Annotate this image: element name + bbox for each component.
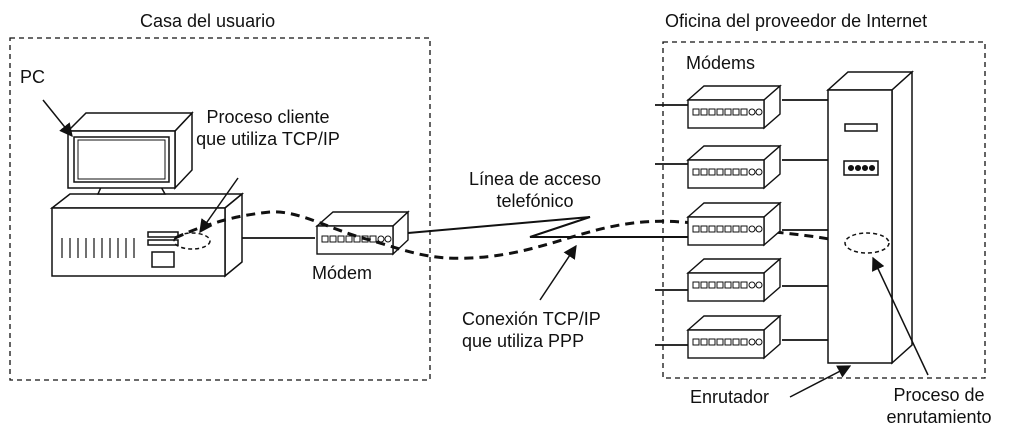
tcpip-connection-path xyxy=(174,210,856,260)
home-modem-label: Módem xyxy=(312,263,373,283)
pc-icon xyxy=(49,111,245,278)
routing-process-label-line1: Proceso de xyxy=(893,385,985,405)
phone-access-line xyxy=(407,216,700,238)
client-process-arrow xyxy=(199,177,239,234)
router-icon xyxy=(826,70,914,365)
routing-process-ellipse xyxy=(844,232,890,254)
connection-label-line2: que utiliza PPP xyxy=(462,331,585,351)
connection-label: Conexión TCP/IP que utiliza PPP xyxy=(462,308,601,352)
home-boundary xyxy=(9,37,431,381)
isp-modem-icon xyxy=(686,201,782,247)
routing-process-arrow xyxy=(872,256,929,376)
phone-line-label: Línea de acceso telefónico xyxy=(455,168,615,212)
isp-modems-label: Módems xyxy=(686,53,756,73)
isp-title: Oficina del proveedor de Internet xyxy=(665,11,928,31)
routing-process-label: Proceso de enrutamiento xyxy=(880,384,998,428)
connection-arrow xyxy=(539,244,577,301)
isp-lines xyxy=(655,99,828,346)
routing-process-label-line2: enrutamiento xyxy=(886,407,992,427)
router-label: Enrutador xyxy=(690,387,770,407)
client-process-label: Proceso cliente que utiliza TCP/IP xyxy=(196,106,340,150)
home-title: Casa del usuario xyxy=(140,11,276,31)
isp-modem-icon xyxy=(686,314,782,360)
isp-modem-icon xyxy=(686,144,782,190)
client-process-label-line2: que utiliza TCP/IP xyxy=(196,129,340,149)
phone-line-label-line1: Línea de acceso xyxy=(468,169,602,189)
client-process-ellipse xyxy=(173,232,211,250)
home-modem-icon xyxy=(315,210,410,256)
pc-label: PC xyxy=(20,67,46,87)
router-arrow xyxy=(789,365,852,398)
isp-modem-icon xyxy=(686,257,782,303)
isp-modem-icon xyxy=(686,84,782,130)
connection-label-line1: Conexión TCP/IP xyxy=(462,309,601,329)
client-process-label-line1: Proceso cliente xyxy=(206,107,330,127)
phone-line-label-line2: telefónico xyxy=(496,191,574,211)
isp-boundary xyxy=(662,41,986,379)
pc-arrow xyxy=(42,99,73,138)
